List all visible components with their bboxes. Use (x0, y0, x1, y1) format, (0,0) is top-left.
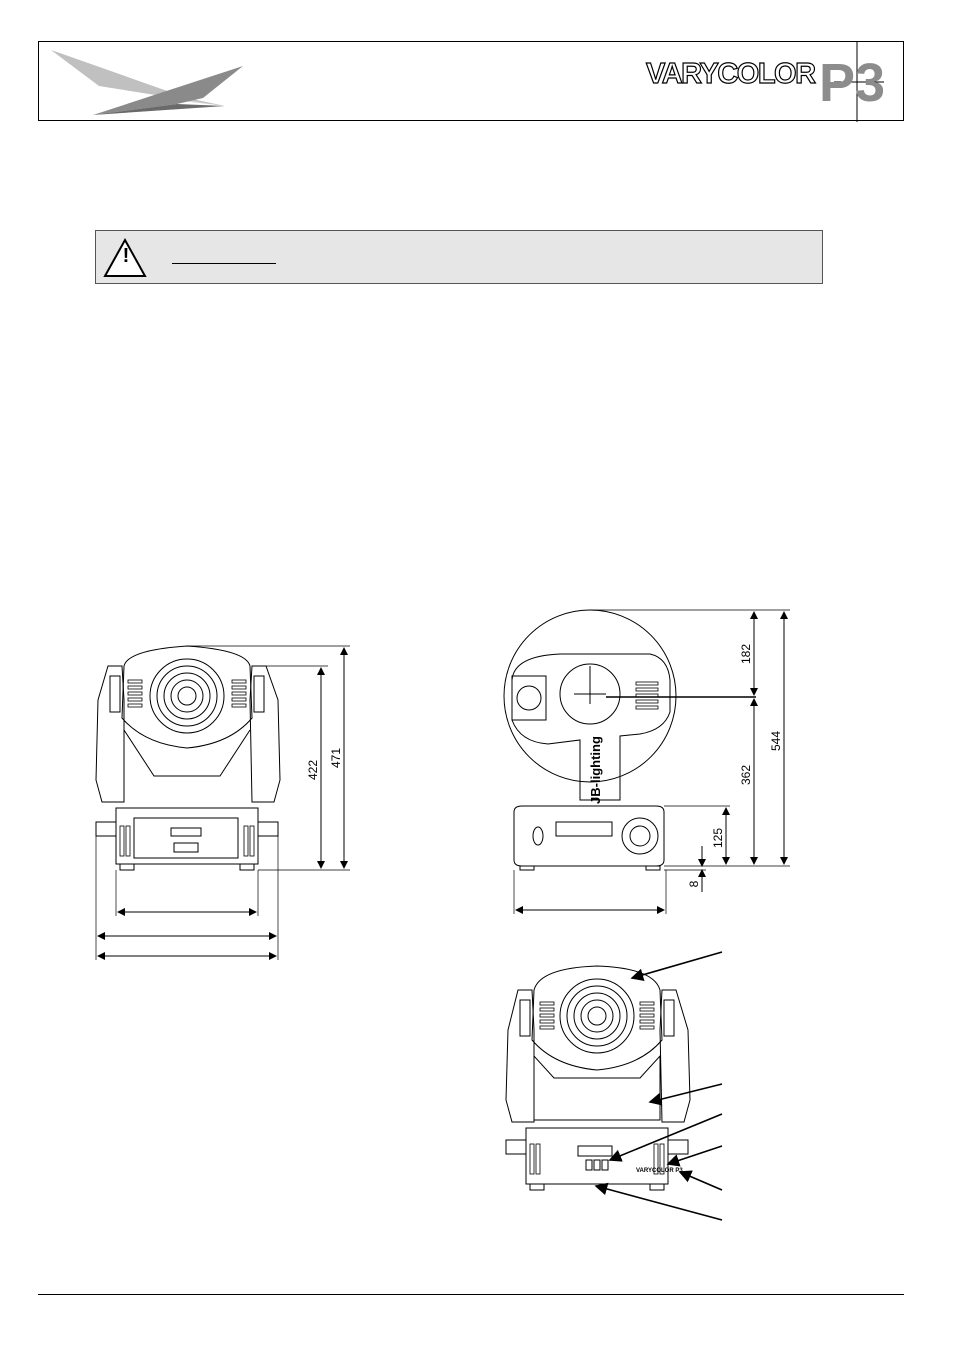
footer-rule (38, 1294, 904, 1295)
dim-front-height-471: 471 (329, 748, 343, 768)
side-view-drawing (503, 609, 790, 914)
company-logo (51, 50, 243, 115)
warning-box: ! (95, 230, 823, 284)
dim-front-height-422: 422 (306, 760, 320, 780)
side-view-logo: JB-lighting (588, 736, 603, 804)
dim-side-182: 182 (739, 644, 753, 664)
callout-panel-label: VARYCOLOR P3 (636, 1168, 683, 1174)
brand-model: P3 (819, 53, 886, 113)
warning-triangle-icon (103, 237, 147, 277)
brand-name: VARYCOLOR (645, 57, 816, 90)
page-header: VARYCOLOR P3 (38, 41, 904, 122)
header-graphics (51, 42, 884, 122)
warning-heading-underline (172, 263, 276, 264)
front-view-drawing (95, 645, 350, 960)
dim-side-362: 362 (739, 765, 753, 785)
warning-mark: ! (122, 245, 130, 267)
callout-view-drawing (505, 951, 723, 1221)
dim-side-125: 125 (711, 828, 725, 848)
dim-side-8: 8 (687, 880, 701, 887)
dim-side-544: 544 (769, 731, 783, 751)
